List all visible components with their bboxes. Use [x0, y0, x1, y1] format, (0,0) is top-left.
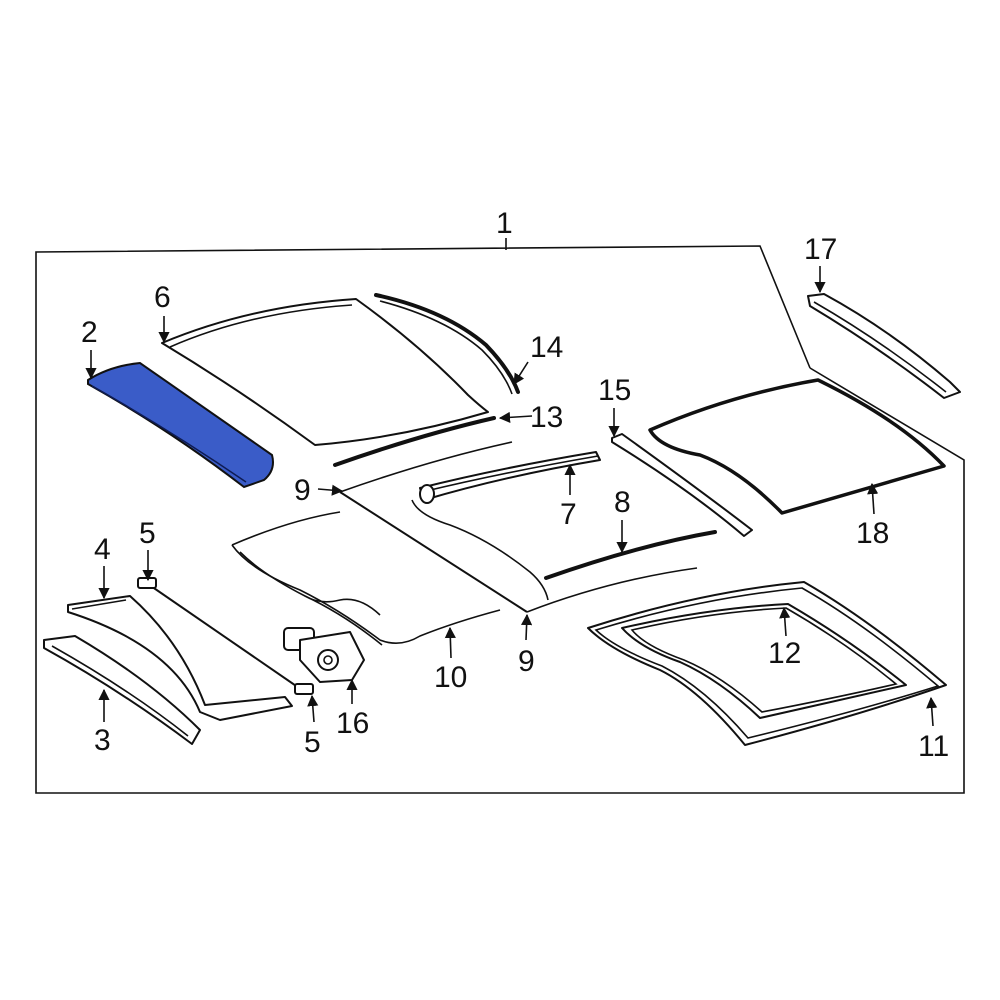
part-4-guide-rail[interactable] [67, 595, 293, 721]
callout-8: 8 [614, 486, 631, 519]
callout-18: 18 [856, 517, 889, 550]
callout-1: 1 [496, 207, 513, 240]
callout-13: 13 [530, 401, 563, 434]
part-7-rail[interactable] [419, 451, 601, 504]
callout-6: 6 [154, 281, 171, 314]
callout-11: 11 [918, 730, 949, 763]
callout-10: 10 [434, 661, 467, 694]
part-6-roof-glass[interactable] [161, 298, 489, 446]
callout-4: 4 [94, 533, 111, 566]
callout-17: 17 [804, 233, 837, 266]
callout-15: 15 [598, 374, 631, 407]
part-13-strip[interactable] [333, 416, 496, 467]
part-3-bottom-rail[interactable] [43, 635, 201, 745]
part-16-motor[interactable] [283, 627, 365, 683]
part-12-glass[interactable] [621, 603, 907, 719]
callout-7: 7 [560, 498, 577, 531]
callout-9b: 9 [518, 645, 535, 678]
part-9-cable[interactable] [339, 491, 528, 613]
part-10-frame[interactable] [231, 511, 501, 646]
part-2-highlighted[interactable] [87, 361, 274, 489]
part-15-side-rail[interactable] [611, 433, 753, 537]
callout-5b: 5 [304, 726, 321, 759]
callout-16: 16 [336, 707, 369, 740]
part-9-rear-strip[interactable] [526, 567, 698, 613]
callout-2: 2 [81, 316, 98, 349]
part-12-glass-inner [630, 607, 898, 713]
part-14-seal-inner [379, 300, 513, 395]
part-9-front-strip[interactable] [339, 441, 513, 493]
callout-12: 12 [768, 637, 801, 670]
callout-9a: 9 [294, 474, 311, 507]
callout-14: 14 [530, 331, 563, 364]
part-18-seal-ring[interactable] [648, 378, 946, 515]
assembly-boundary [35, 245, 965, 794]
part-17-bracket[interactable] [807, 293, 961, 399]
callout-5a: 5 [139, 517, 156, 550]
leader-lines [85, 238, 938, 727]
callout-labels: 1 2 6 14 13 9 9 7 8 15 17 18 10 16 5 5 4… [81, 207, 949, 763]
part-14-seal-strip[interactable] [374, 293, 520, 394]
part-8-frame-seal[interactable] [411, 499, 717, 601]
callout-3: 3 [94, 724, 111, 757]
